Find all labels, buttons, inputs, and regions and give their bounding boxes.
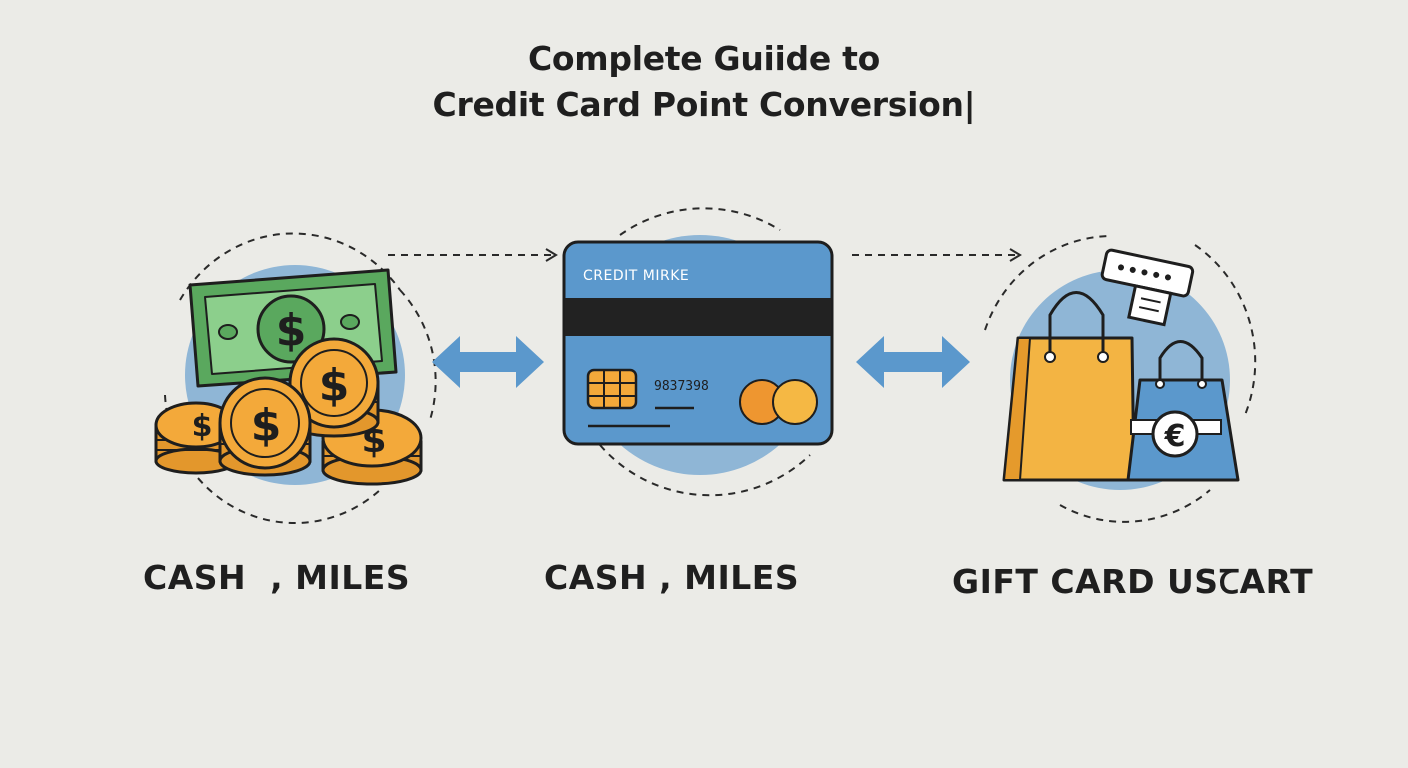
svg-text:€: € [1164, 419, 1186, 454]
caption-center: CASH , MILES [544, 558, 800, 597]
credit-card-group [562, 207, 834, 497]
dashed-arrow-card-to-right [852, 248, 1022, 262]
svg-text:$: $ [319, 360, 350, 411]
double-arrow-icon [856, 336, 970, 388]
coin-icon: $ [218, 376, 312, 477]
coin-stack-icon: $ [154, 401, 238, 475]
title-line-2: Credit Card Point Conversion| [432, 85, 976, 124]
page-title: Complete Guiide to Credit Card Point Con… [0, 36, 1408, 128]
euro-icon: € [1151, 410, 1199, 458]
gift-group: € [984, 235, 1257, 523]
dashed-arrow-left-to-card [388, 248, 558, 262]
shopping-bag-icon: € [1126, 340, 1240, 482]
caption-right: GIFT CARD USꞆART [952, 562, 1314, 601]
credit-card-icon [562, 240, 834, 446]
svg-text:$: $ [192, 409, 213, 444]
svg-text:$: $ [276, 305, 307, 356]
coin-icon: $ [288, 337, 380, 438]
gift-card-icon [1100, 248, 1195, 327]
svg-text:$: $ [251, 400, 282, 451]
double-arrow-icon [432, 336, 544, 388]
card-label: CREDIT MIRKE [583, 268, 689, 284]
cash-group: $ $ $ $ [154, 232, 437, 524]
chip-icon [586, 368, 638, 410]
title-line-1: Complete Guiide to [528, 39, 880, 78]
card-number: 9837398 [654, 379, 709, 394]
caption-left: CASH , MILES [143, 558, 411, 597]
